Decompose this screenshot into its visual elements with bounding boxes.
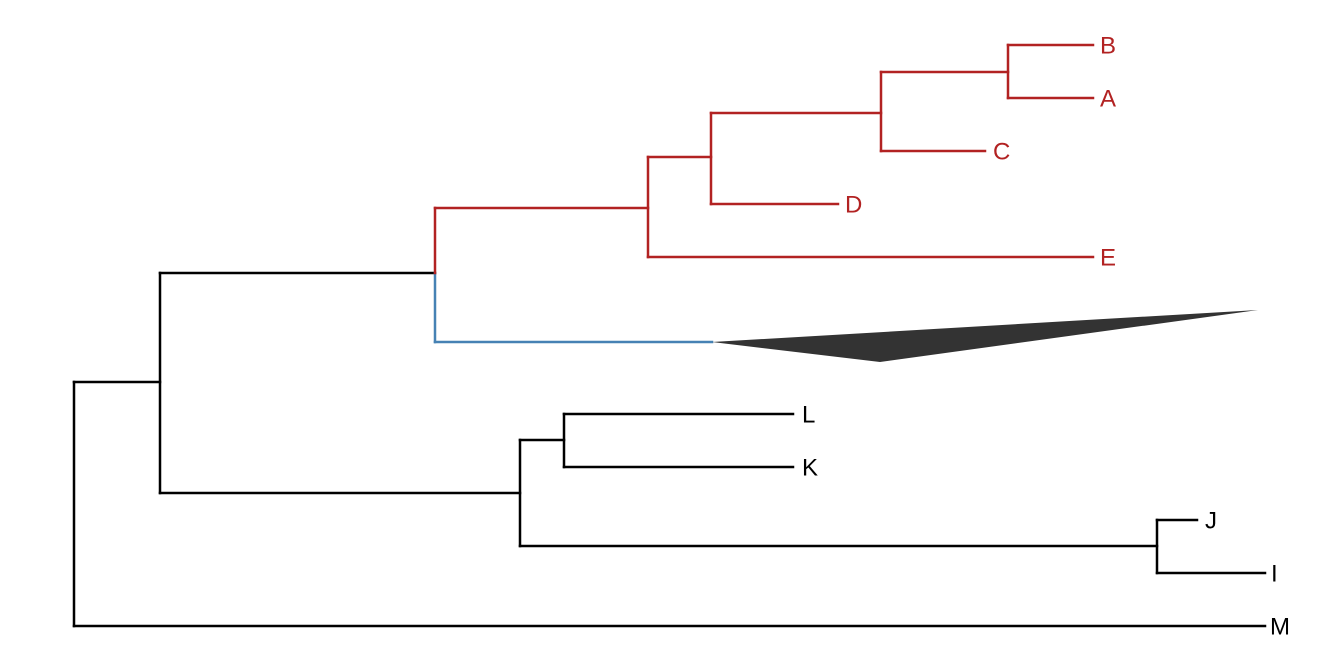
tip-label-I: I — [1271, 561, 1278, 588]
tip-label-A: A — [1100, 86, 1116, 113]
tip-label-D: D — [845, 192, 862, 219]
collapsed-clade-triangle — [712, 310, 1258, 362]
tip-label-B: B — [1100, 33, 1116, 60]
tip-label-J: J — [1205, 508, 1217, 535]
tip-label-K: K — [802, 455, 818, 482]
tip-label-L: L — [802, 402, 815, 429]
tip-label-E: E — [1100, 245, 1116, 272]
tip-label-M: M — [1270, 614, 1290, 641]
tip-label-C: C — [993, 139, 1010, 166]
